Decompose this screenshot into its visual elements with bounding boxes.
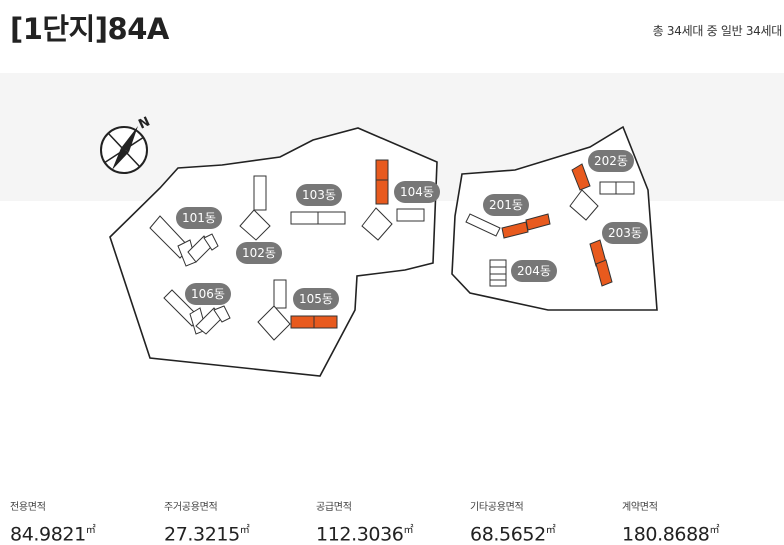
svg-text:203동: 203동 xyxy=(608,226,642,240)
building-106[interactable] xyxy=(163,289,231,335)
dong-label-102[interactable]: 102동 xyxy=(236,242,282,264)
area-label: 주거공용면적 xyxy=(164,502,218,513)
svg-text:105동: 105동 xyxy=(299,292,333,306)
area-other-common: 기타공용면적 68.5652㎡ xyxy=(470,498,556,545)
area-supply: 공급면적 112.3036㎡ xyxy=(316,498,413,545)
site-map: N xyxy=(100,114,658,377)
dong-label-204[interactable]: 204동 xyxy=(511,260,557,282)
building-103[interactable] xyxy=(290,211,346,225)
dong-label-202[interactable]: 202동 xyxy=(588,150,634,172)
area-value: 180.8688㎡ xyxy=(622,523,720,545)
building-101[interactable] xyxy=(149,215,219,267)
svg-text:201동: 201동 xyxy=(489,198,523,212)
svg-text:102동: 102동 xyxy=(242,246,276,260)
area-contract: 계약면적 180.8688㎡ xyxy=(622,498,719,545)
svg-text:104동: 104동 xyxy=(400,185,434,199)
svg-text:106동: 106동 xyxy=(191,287,225,301)
svg-text:202동: 202동 xyxy=(594,154,628,168)
area-label: 전용면적 xyxy=(10,502,46,513)
dong-label-101[interactable]: 101동 xyxy=(176,207,222,229)
area-exclusive: 전용면적 84.9821㎡ xyxy=(10,498,96,545)
area-label: 기타공용면적 xyxy=(470,502,524,513)
area-value: 68.5652㎡ xyxy=(470,523,556,545)
building-102[interactable] xyxy=(239,175,271,241)
north-compass-icon: N xyxy=(100,114,153,174)
svg-text:204동: 204동 xyxy=(517,264,551,278)
dong-label-105[interactable]: 105동 xyxy=(293,288,339,310)
area-value: 112.3036㎡ xyxy=(316,523,414,545)
building-204[interactable] xyxy=(489,259,507,287)
area-label: 공급면적 xyxy=(316,502,352,513)
dong-label-106[interactable]: 106동 xyxy=(185,283,231,305)
building-105[interactable] xyxy=(257,279,338,341)
dong-label-201[interactable]: 201동 xyxy=(483,194,529,216)
area-label: 계약면적 xyxy=(622,502,658,513)
building-201[interactable] xyxy=(465,213,551,239)
area-residential-common: 주거공용면적 27.3215㎡ xyxy=(164,498,250,545)
compass-north-letter: N xyxy=(136,114,152,132)
unit-count-summary: 총 34세대 중 일반 34세대 xyxy=(652,24,783,38)
building-202[interactable] xyxy=(569,163,635,221)
dong-label-203[interactable]: 203동 xyxy=(602,222,648,244)
area-value: 84.9821㎡ xyxy=(10,523,96,545)
building-203[interactable] xyxy=(589,239,613,287)
svg-text:103동: 103동 xyxy=(302,188,336,202)
dong-label-104[interactable]: 104동 xyxy=(394,181,440,203)
building-104[interactable] xyxy=(361,159,425,241)
area-value: 27.3215㎡ xyxy=(164,523,250,545)
svg-text:101동: 101동 xyxy=(182,211,216,225)
dong-label-103[interactable]: 103동 xyxy=(296,184,342,206)
page-title: [1단지]84A xyxy=(10,12,169,46)
